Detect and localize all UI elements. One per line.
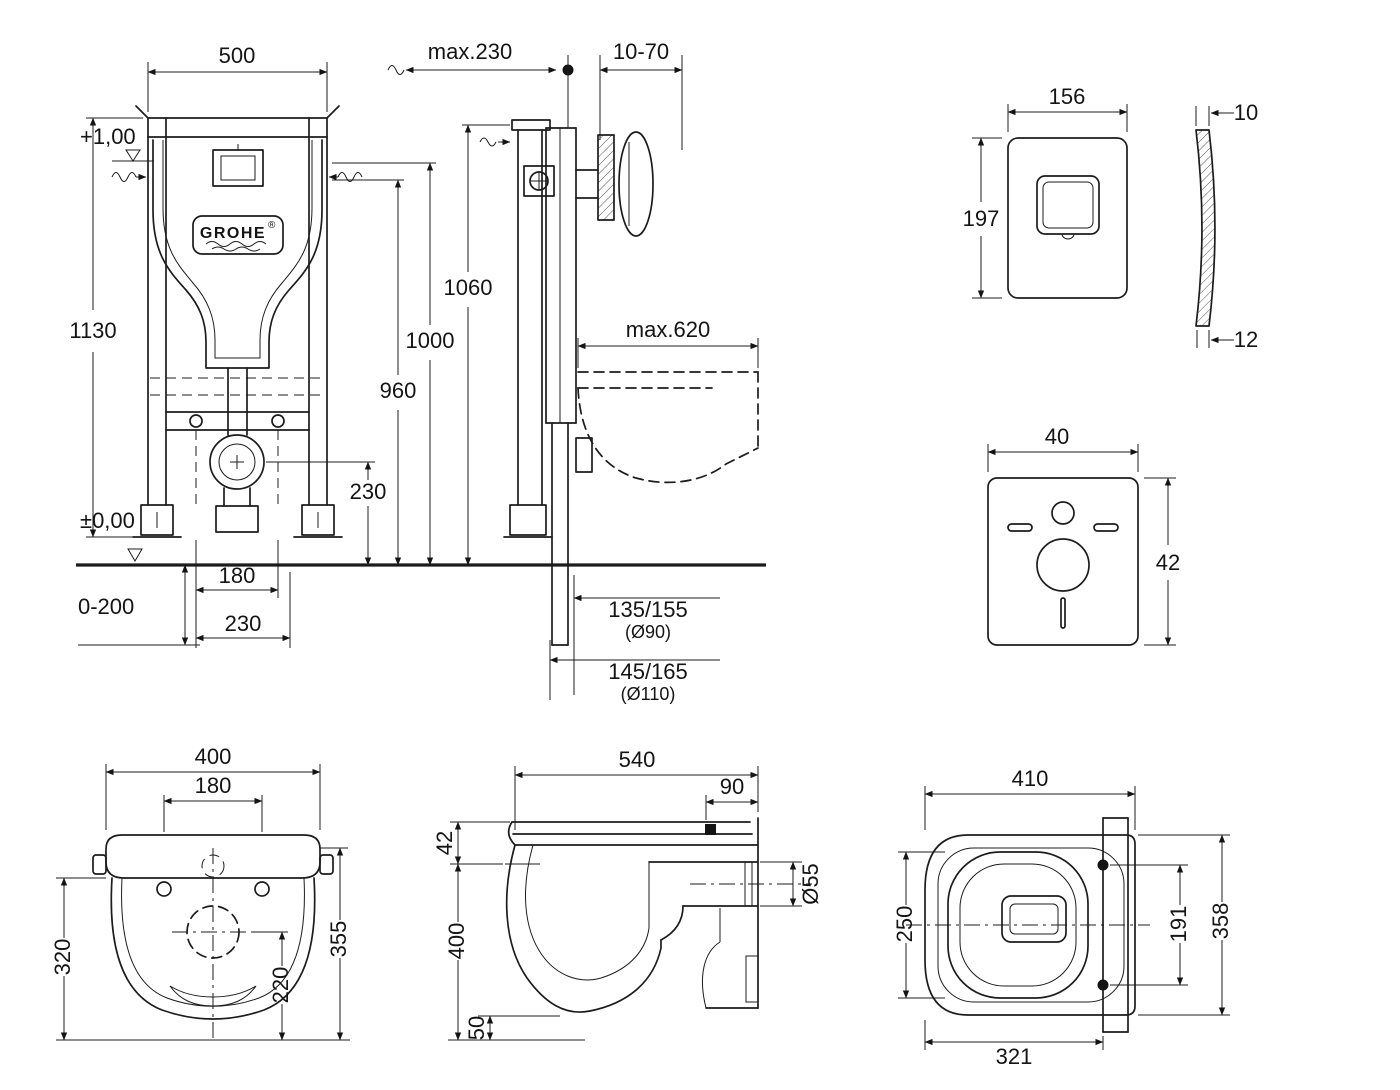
registered-mark: ® [268,220,276,231]
level-upper: +1,00 [80,124,136,149]
dim-bottom-clearance: 50 [464,1016,489,1040]
dim-flush-pipe-height: 960 [380,378,417,403]
dim-plate-center-height: 1000 [406,328,455,353]
dim-bowl-outlet-offset: 90 [720,774,744,799]
dim-seat-width: 358 [1208,903,1233,940]
dim-drain-a: 135/155 [608,597,688,622]
bowl-top-view: 400 180 320 355 220 [50,744,351,1041]
dim-seat-thickness: 42 [432,831,457,855]
seat-top-view: 410 250 191 358 321 [892,766,1233,1069]
dim-outlet-height: 230 [350,479,387,504]
dim-bowl-width: 400 [195,744,232,769]
dim-bowl-right-length: 355 [326,921,351,958]
dim-drain-offset: 230 [225,611,262,636]
level-floor: ±0,00 [80,508,135,533]
dim-bowl-height: 400 [444,923,469,960]
dim-gasket-width: 40 [1045,424,1069,449]
dim-plate-range: 10-70 [613,39,669,64]
dim-plate-width: 156 [1049,84,1086,109]
dim-drain-b: 145/165 [608,659,688,684]
grohe-logo: GROHE [200,225,266,242]
frame-front-view: GROHE ® +1,00 ±0,00 [69,43,454,648]
dim-foot-adjust: 0-200 [78,594,134,619]
dim-seat-depth: 410 [1012,766,1049,791]
dim-frame-width: 500 [219,43,256,68]
dim-bolt-spacing: 180 [219,563,256,588]
dim-bowl-left-length: 320 [50,939,75,976]
dim-gasket-height: 42 [1156,550,1180,575]
dim-plate-height: 197 [963,206,1000,231]
bowl-side-view: 540 90 42 Ø55 400 50 [432,747,823,1041]
dim-seat-mount-depth: 321 [996,1044,1033,1069]
flush-plate-front-view: 156 197 [963,84,1128,299]
dim-bowl-depth: 540 [619,747,656,772]
dim-bowl-inner-length: 220 [268,967,293,1004]
dim-drain-b-dia: (Ø110) [621,684,676,704]
dim-outlet-diameter: Ø55 [798,863,823,905]
dim-bowl-projection: max.620 [626,317,710,342]
dim-frame-height: 1130 [69,318,116,343]
dim-frame-depth: max.230 [428,39,512,64]
dim-bowl-holes: 180 [195,773,232,798]
dim-drain-a-dia: (Ø90) [625,622,671,642]
flush-plate-side-view: 10 12 [1195,100,1258,352]
dim-plate-thickness-top: 10 [1234,100,1258,125]
dim-frame-side-height: 1060 [444,275,493,300]
dim-seat-bolt-spacing: 191 [1166,906,1191,943]
dim-plate-thickness-bottom: 12 [1234,327,1258,352]
dim-seat-opening: 250 [892,906,917,943]
frame-side-view: max.230 10-70 [387,39,759,704]
sound-insulation-view: 40 42 [987,424,1180,646]
